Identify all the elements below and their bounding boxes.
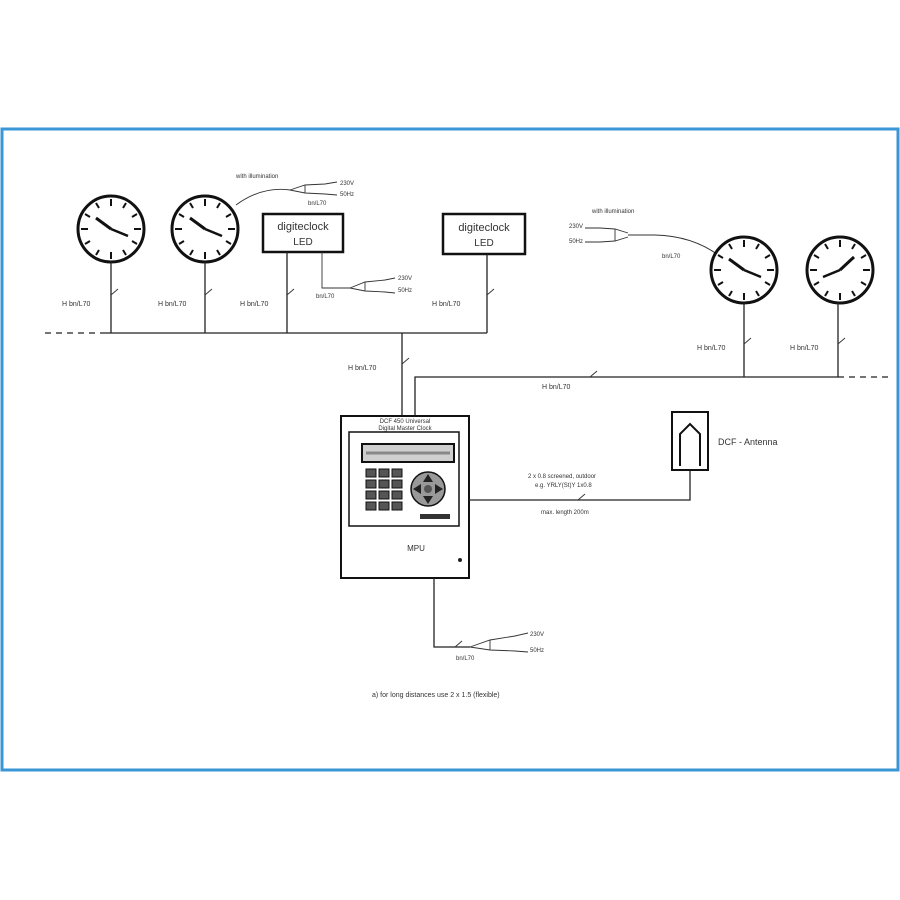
display-2-cable-label: H bn/L70 <box>432 301 461 308</box>
display-1-switch <box>286 288 295 296</box>
controller-led <box>458 558 462 562</box>
trunk-right <box>414 376 838 416</box>
illumination-left-title: with illumination <box>235 174 278 180</box>
illumination-left-label: bn/L70 <box>308 201 327 207</box>
dcf-antenna <box>671 411 709 471</box>
controller-power-feed: 230V 50Hz bn/L70 <box>433 578 544 662</box>
display-1-power-value-2: 50Hz <box>398 288 412 294</box>
digital-display-2: digiteclock LED <box>441 212 527 256</box>
antenna-cable <box>469 470 691 501</box>
illumination-right-value-1: 230V <box>569 224 583 230</box>
clock-1-switch <box>110 288 119 296</box>
illumination-right-label: bn/L70 <box>662 254 681 260</box>
analog-clock-2 <box>170 194 240 264</box>
antenna-cable-note-3: max. length 200m <box>541 510 589 516</box>
display-1-power-value-1: 230V <box>398 276 412 282</box>
master-clock-unit: DCF 450 Universal Digital Master Clock M… <box>340 415 470 579</box>
clock-3-switch <box>743 337 752 345</box>
trunk-right-label: H bn/L70 <box>542 384 571 391</box>
clock-2-cable-label: H bn/L70 <box>158 301 187 308</box>
illumination-right-value-2: 50Hz <box>569 239 583 245</box>
analog-clock-1 <box>76 194 146 264</box>
diagram-footnote: a) for long distances use 2 x 1.5 (flexi… <box>372 692 500 699</box>
clock-3-cable-label: H bn/L70 <box>697 345 726 352</box>
illumination-feed-left: with illumination 230V 50Hz bn/L70 <box>235 174 354 207</box>
controller-header-line1: DCF 450 Universal <box>380 419 431 425</box>
analog-clock-3 <box>709 235 779 305</box>
clock-1-cable-label: H bn/L70 <box>62 301 91 308</box>
controller-power-value-1: 230V <box>530 632 544 638</box>
digital-display-1: digiteclock LED <box>261 212 345 254</box>
controller-header-line2: Digital Master Clock <box>378 426 432 432</box>
digital-display-2-brand: digiteclock <box>458 222 510 234</box>
controller-power-value-2: 50Hz <box>530 648 544 654</box>
antenna-cable-note-2: e.g. YRLY(St)Y 1x0.8 <box>535 483 592 489</box>
illumination-feed-right: with illumination 230V 50Hz bn/L70 <box>569 209 723 260</box>
antenna-cable-note-1: 2 x 0.8 screened, outdoor <box>528 474 596 480</box>
controller-label: MPU <box>407 544 425 553</box>
antenna-cable-switch <box>577 493 586 501</box>
display-2-switch <box>486 288 495 296</box>
controller-keypad <box>365 468 403 511</box>
illumination-right-title: with illumination <box>591 209 634 215</box>
analog-clock-4 <box>805 235 875 305</box>
display-1-power-feed: 230V 50Hz bn/L70 <box>316 252 412 300</box>
controller-power-label: bn/L70 <box>456 656 475 662</box>
illumination-left-value-2: 50Hz <box>340 192 354 198</box>
clock-2-switch <box>204 288 213 296</box>
digital-display-2-sub: LED <box>474 238 493 249</box>
clock-4-cable-label: H bn/L70 <box>790 345 819 352</box>
trunk-right-switch <box>589 370 598 378</box>
clock-4-switch <box>837 337 846 345</box>
display-1-power-label: bn/L70 <box>316 294 335 300</box>
trunk-left-label: H bn/L70 <box>348 365 377 372</box>
trunk-left-switch <box>401 357 410 365</box>
illumination-left-value-1: 230V <box>340 181 354 187</box>
digital-display-1-sub: LED <box>293 237 312 248</box>
digital-display-1-brand: digiteclock <box>277 221 329 233</box>
antenna-label: DCF - Antenna <box>718 437 778 447</box>
display-1-cable-label: H bn/L70 <box>240 301 269 308</box>
controller-navigation-pad <box>410 471 446 507</box>
